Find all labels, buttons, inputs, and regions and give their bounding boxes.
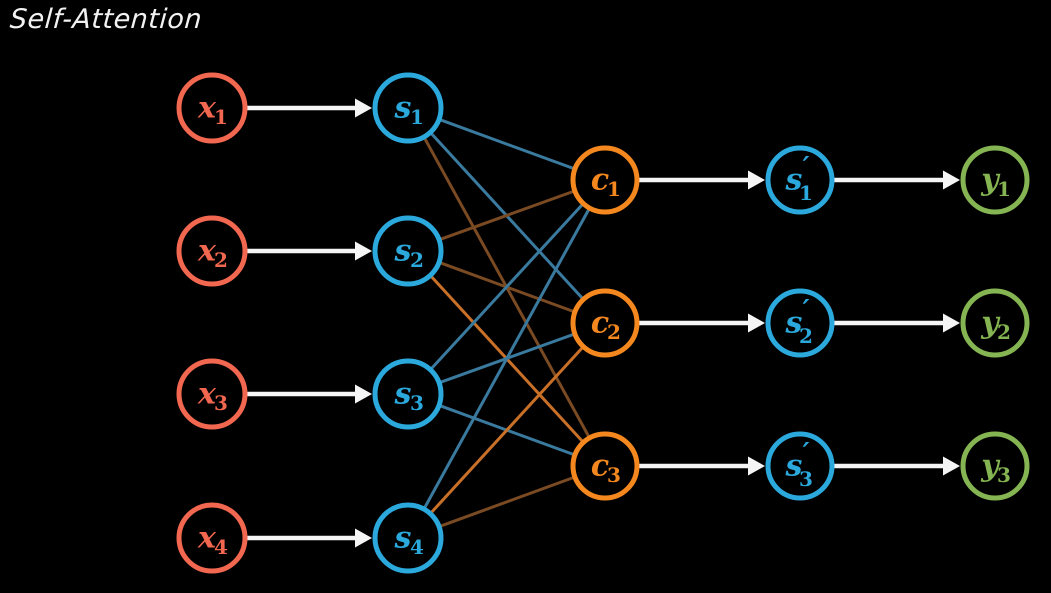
node-label-s3: s <box>394 377 412 412</box>
node-label-s4: s <box>394 521 412 556</box>
attention-edge <box>422 207 591 510</box>
attention-edge-layer <box>422 117 591 529</box>
node-s4[interactable]: s4 <box>372 502 444 574</box>
node-subscript-x1: 1 <box>214 105 228 129</box>
node-subscript-s4: 4 <box>410 535 424 559</box>
node-x2[interactable]: x2 <box>176 215 248 287</box>
attention-edge <box>429 202 585 371</box>
flow-arrow <box>247 384 372 404</box>
node-x4[interactable]: x4 <box>176 502 248 574</box>
flow-arrow <box>834 456 960 476</box>
node-subscript-s3p: 3 <box>799 467 813 491</box>
node-subscript-x3: 3 <box>214 391 228 415</box>
node-subscript-s2: 2 <box>410 248 424 272</box>
node-subscript-x2: 2 <box>214 248 228 272</box>
flow-arrow <box>834 313 960 333</box>
node-x3[interactable]: x3 <box>176 358 248 430</box>
node-s3p[interactable]: s′3 <box>765 431 835 501</box>
node-subscript-s1: 1 <box>410 105 424 129</box>
node-label-x4: x <box>197 521 217 556</box>
node-label-y1: y <box>980 163 1001 198</box>
attention-edge <box>429 345 585 515</box>
node-s1p[interactable]: s′1 <box>765 145 835 215</box>
node-s2p[interactable]: s′2 <box>765 288 835 358</box>
flow-arrow <box>834 170 960 190</box>
node-label-s1: s <box>394 91 412 126</box>
node-s1[interactable]: s1 <box>372 72 444 144</box>
flow-arrow <box>639 456 765 476</box>
node-subscript-y3: 3 <box>997 463 1011 487</box>
arrow-layer <box>247 98 960 548</box>
flow-arrow <box>247 98 372 118</box>
flow-arrow <box>247 528 372 548</box>
node-subscript-c3: 3 <box>607 463 621 487</box>
node-y3[interactable]: y3 <box>960 431 1030 501</box>
node-s2[interactable]: s2 <box>372 215 444 287</box>
node-subscript-x4: 4 <box>214 535 228 559</box>
node-subscript-y2: 2 <box>997 320 1011 344</box>
node-c1[interactable]: c1 <box>570 145 640 215</box>
node-label-x2: x <box>197 234 217 269</box>
node-label-c2: c <box>591 306 609 341</box>
node-subscript-c1: 1 <box>607 177 621 201</box>
attention-edge <box>438 117 576 171</box>
node-subscript-y1: 1 <box>997 177 1011 201</box>
node-prime-s3p: ′ <box>803 438 810 468</box>
node-label-s2p: s <box>785 306 803 341</box>
node-subscript-c2: 2 <box>607 320 621 344</box>
node-subscript-s3: 3 <box>410 391 424 415</box>
node-subscript-s2p: 2 <box>799 324 813 348</box>
node-prime-s2p: ′ <box>803 295 810 325</box>
flow-arrow <box>639 170 765 190</box>
node-x1[interactable]: x1 <box>176 72 248 144</box>
node-label-c3: c <box>591 449 609 484</box>
node-subscript-s1p: 1 <box>799 181 813 205</box>
attention-edge <box>438 475 576 529</box>
node-label-y2: y <box>980 306 1001 341</box>
node-label-c1: c <box>591 163 609 198</box>
node-y2[interactable]: y2 <box>960 288 1030 358</box>
node-label-x1: x <box>197 91 217 126</box>
attention-edge <box>438 189 576 242</box>
node-c2[interactable]: c2 <box>570 288 640 358</box>
node-label-y3: y <box>980 449 1001 484</box>
node-label-s1p: s <box>785 163 803 198</box>
flow-arrow <box>247 241 372 261</box>
node-c3[interactable]: c3 <box>570 431 640 501</box>
node-label-s3p: s <box>785 449 803 484</box>
flow-arrow <box>639 313 765 333</box>
node-s3[interactable]: s3 <box>372 358 444 430</box>
node-label-x3: x <box>197 377 217 412</box>
node-y1[interactable]: y1 <box>960 145 1030 215</box>
node-label-s2: s <box>394 234 412 269</box>
node-prime-s1p: ′ <box>803 152 810 182</box>
